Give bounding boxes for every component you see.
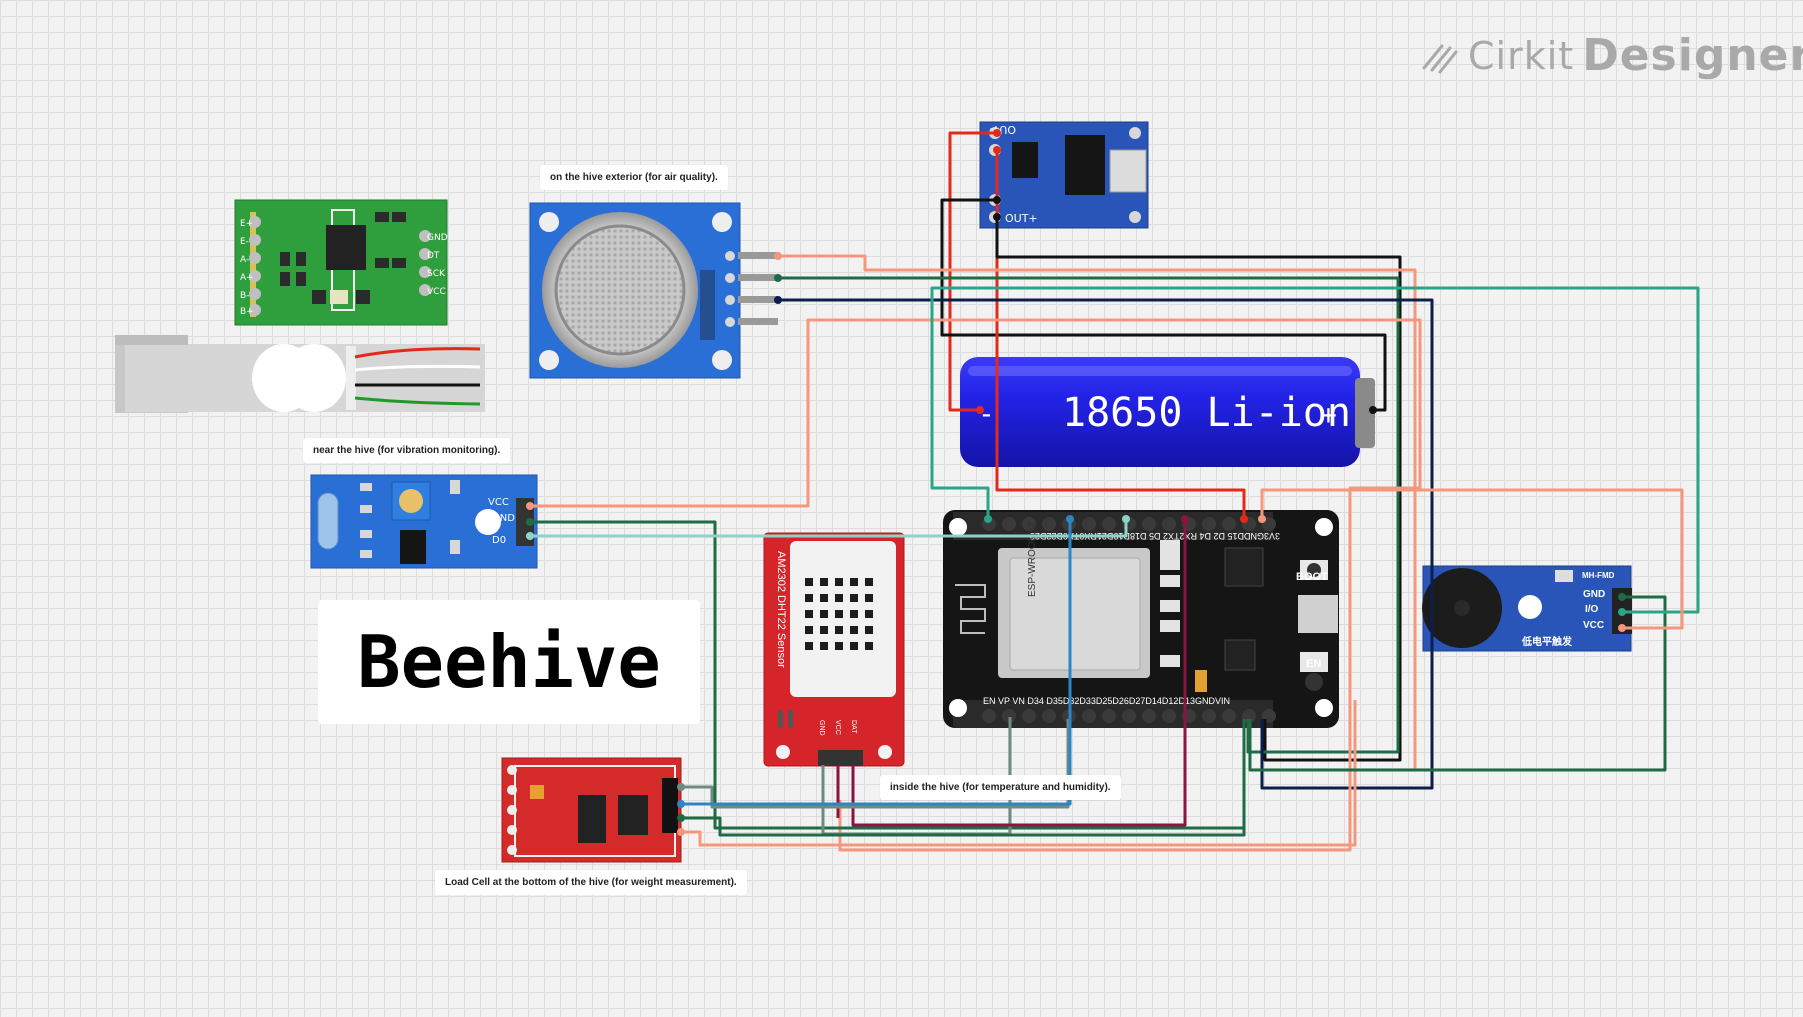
dht22-sensor[interactable]: AM2302 DHT22 Sensor GND VCC DAT: [763, 532, 905, 767]
logo-word-cirkit: Cirkit: [1468, 33, 1575, 78]
mq-gas-sensor[interactable]: [529, 202, 778, 379]
logo-word-designer: Designer: [1582, 30, 1803, 81]
wires: [354, 131, 1700, 852]
hx-pin-a-minus: A-: [240, 255, 249, 265]
note-vibration[interactable]: near the hive (for vibration monitoring)…: [303, 438, 511, 463]
dht-pin-gnd: GND: [818, 720, 825, 736]
esp32-module-label: ESP-WROOM32: [1027, 522, 1038, 597]
hx-pin-gnd: GND: [427, 233, 448, 243]
hx711-red-board[interactable]: [501, 757, 682, 863]
hx-pin-a-plus: A+: [240, 273, 254, 283]
buzzer-caption: 低电平触发: [1521, 635, 1573, 648]
hx-pin-b-plus: B+: [240, 307, 254, 317]
charger-out-plus: OUT+: [1005, 212, 1038, 225]
esp32-boot-button[interactable]: BOOT: [1296, 571, 1328, 583]
battery-18650[interactable]: - 18650 Li-ion +: [960, 357, 1375, 467]
vib-pin-vcc: VCC: [488, 497, 509, 508]
buzzer-pin-vcc: VCC: [1583, 620, 1604, 631]
hx-pin-b-minus: B-: [240, 291, 249, 301]
hx-pin-vcc: VCC: [427, 287, 446, 297]
hx711-green-board[interactable]: E+ E- A- A+ B- B+ GND DT SCK VCC: [234, 199, 448, 326]
esp32-en-button[interactable]: EN: [1306, 658, 1321, 670]
battery-plus-label: +: [1320, 398, 1337, 431]
esp32-top-pins: 3V3GNDD15 D2 D4 RX2TX2 D5 D18D19D21RX0TX…: [1030, 531, 1280, 541]
vib-pin-d0: D0: [492, 535, 506, 546]
buzzer-pin-io: I/O: [1585, 604, 1599, 615]
hx-pin-e-minus: E-: [240, 237, 249, 247]
note-temperature[interactable]: inside the hive (for temperature and hum…: [880, 775, 1121, 800]
buzzer-pin-gnd: GND: [1583, 589, 1605, 600]
buzzer-model: MH-FMD: [1582, 571, 1615, 580]
buzzer-module[interactable]: MH-FMD GND I/O VCC 低电平触发: [1422, 565, 1632, 652]
dht-pin-vcc: VCC: [834, 720, 841, 735]
logo-icon: [1422, 44, 1458, 73]
esp32-board[interactable]: 3V3GNDD15 D2 D4 RX2TX2 D5 D18D19D21RX0TX…: [943, 510, 1339, 728]
diagram-title-box: Beehive: [318, 600, 700, 724]
cirkit-logo: Cirkit Designer: [1420, 30, 1803, 81]
load-cell[interactable]: [115, 335, 485, 413]
tp4056-charger[interactable]: OUT- OUT+: [979, 121, 1149, 229]
dht-pin-dat: DAT: [850, 720, 857, 734]
hx-pin-e-plus: E+: [240, 219, 253, 229]
battery-minus-label: -: [978, 397, 995, 430]
note-air-quality[interactable]: on the hive exterior (for air quality).: [540, 165, 728, 190]
vib-pin-gnd: GND: [492, 513, 515, 524]
hx-pin-sck: SCK: [427, 269, 446, 279]
dht22-label: AM2302 DHT22 Sensor: [775, 551, 787, 668]
note-load-cell[interactable]: Load Cell at the bottom of the hive (for…: [435, 870, 747, 895]
esp32-bottom-pins: EN VP VN D34 D35D32D33D25D26D27D14D12D13…: [983, 696, 1230, 706]
vibration-sensor[interactable]: VCC GND D0: [310, 474, 538, 569]
battery-label: 18650 Li-ion: [1062, 390, 1351, 436]
diagram-title: Beehive: [357, 620, 661, 704]
hx-pin-dt: DT: [427, 251, 440, 261]
wire-endpoints: [526, 129, 1626, 836]
